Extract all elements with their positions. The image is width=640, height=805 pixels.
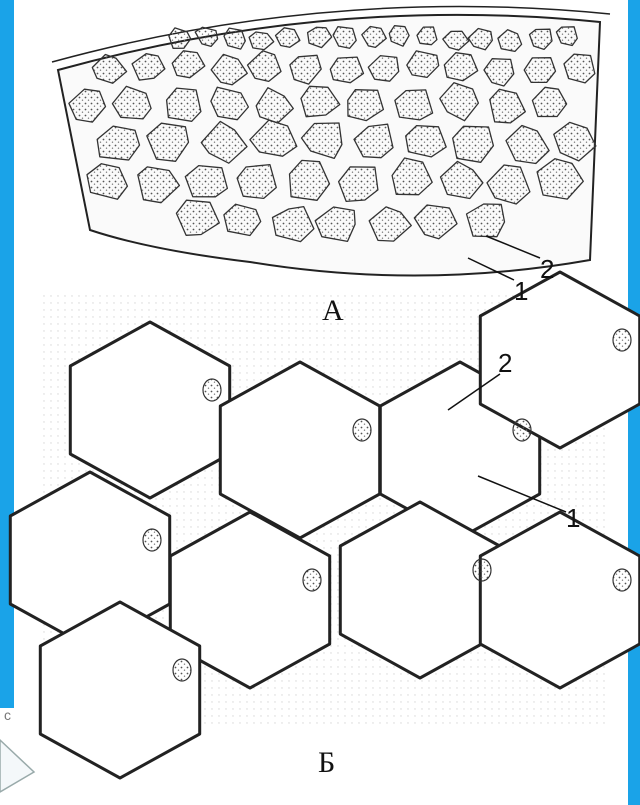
panel-b-section: [10, 272, 639, 778]
panel-b-label: Б: [318, 748, 335, 778]
callout-b-1: 1: [566, 505, 580, 531]
cell-lumen: [502, 308, 618, 412]
cell-lumen: [502, 548, 618, 652]
cell-lumen: [362, 538, 478, 642]
cell-a: [167, 88, 201, 121]
panel-a-label: А: [322, 296, 344, 326]
cell-lumen: [32, 508, 148, 612]
nucleus: [203, 379, 221, 401]
callout-a-1: 1: [514, 278, 528, 304]
nucleus: [613, 329, 631, 351]
nucleus: [473, 559, 491, 581]
nucleus: [173, 659, 191, 681]
nucleus: [613, 569, 631, 591]
nucleus: [513, 419, 531, 441]
nucleus: [143, 529, 161, 551]
nucleus: [303, 569, 321, 591]
cell-lumen: [192, 548, 308, 652]
callout-a-2: 2: [540, 256, 554, 282]
nucleus: [353, 419, 371, 441]
cell-lumen: [242, 398, 358, 502]
panel-a-section: [52, 6, 610, 275]
cell-lumen: [62, 638, 178, 742]
edge-mark: с: [4, 708, 11, 722]
callout-b-2: 2: [498, 350, 512, 376]
cell-lumen: [92, 358, 208, 462]
page-curl-icon: [0, 740, 34, 792]
